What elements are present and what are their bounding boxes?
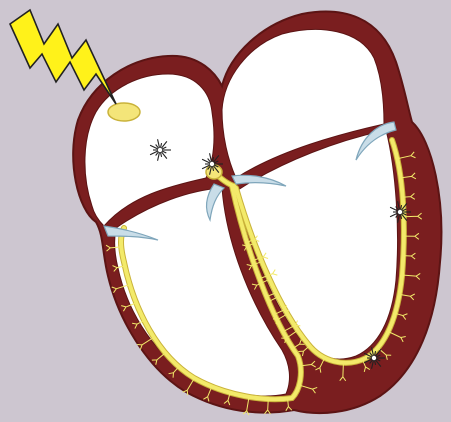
spark-core <box>210 162 214 166</box>
spark-core <box>372 356 376 360</box>
spark-core <box>158 148 162 152</box>
sinoatrial-node <box>108 103 140 121</box>
spark-core <box>398 210 402 214</box>
